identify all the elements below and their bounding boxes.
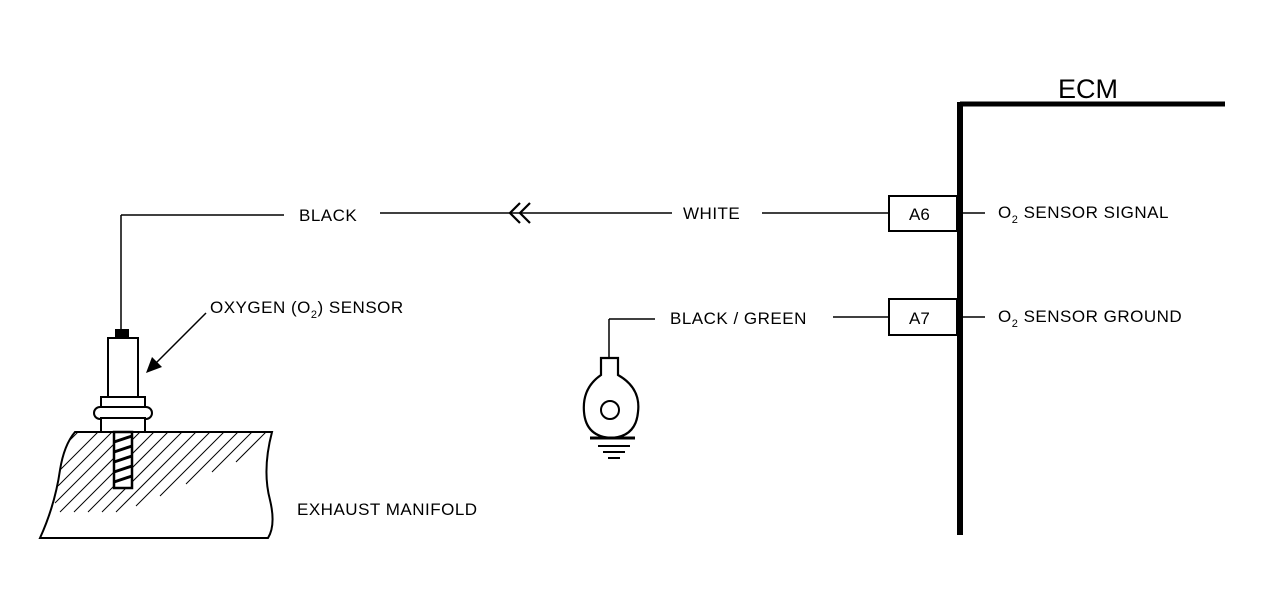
- wire-label-white: WHITE: [683, 204, 740, 223]
- ecm-box: [957, 101, 1225, 535]
- connector-chevron-icon: [508, 202, 531, 224]
- exhaust-manifold-label: EXHAUST MANIFOLD: [297, 500, 478, 519]
- ground-wire: [608, 316, 889, 358]
- wire-label-black: BLACK: [299, 206, 357, 225]
- oxygen-sensor-label: OXYGEN (O2) SENSOR: [210, 298, 404, 321]
- pin-a7-label: A7: [909, 309, 930, 328]
- pin-a6-label: A6: [909, 205, 930, 224]
- connector-a6: A6: [888, 195, 958, 232]
- ground-lug-icon: [582, 356, 640, 440]
- exhaust-manifold-graphic: [38, 431, 274, 539]
- signal-wire: [120, 212, 889, 332]
- oxygen-sensor-graphic: [93, 329, 153, 490]
- o2-sensor-signal-label: O2 SENSOR SIGNAL: [998, 203, 1169, 226]
- ground-symbol-icon: [598, 445, 630, 459]
- connector-a7: A7: [888, 298, 958, 336]
- o2-sensor-ground-label: O2 SENSOR GROUND: [998, 307, 1182, 330]
- wire-label-black-green: BLACK / GREEN: [670, 309, 807, 328]
- sensor-callout-arrow: [146, 312, 207, 373]
- ecm-title: ECM: [1058, 74, 1118, 104]
